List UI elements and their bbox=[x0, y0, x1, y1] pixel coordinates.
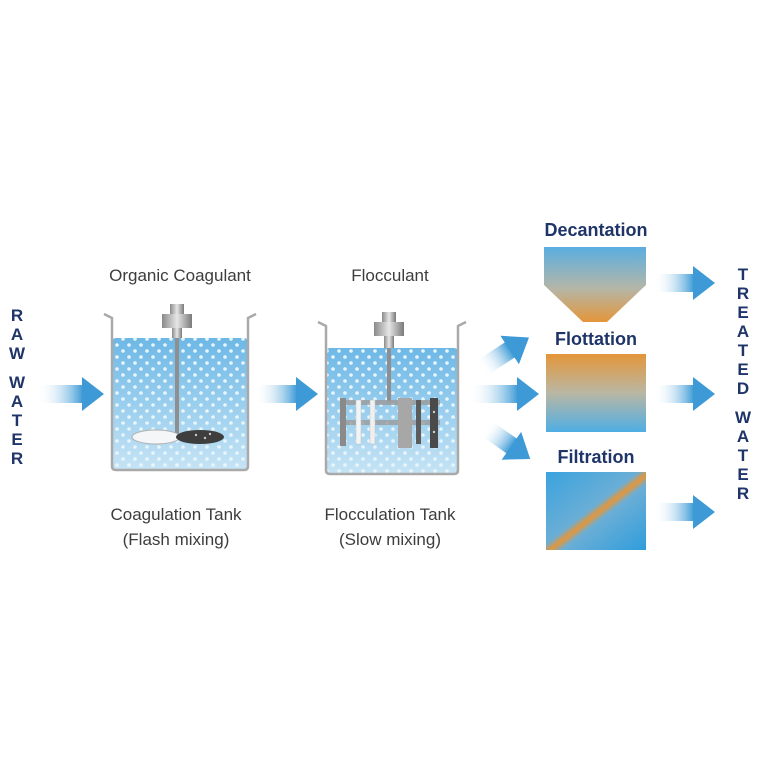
treated-letter: W bbox=[734, 408, 752, 427]
treated-letter: A bbox=[736, 322, 750, 341]
raw-letter: E bbox=[11, 430, 23, 449]
treated-letter: E bbox=[737, 360, 749, 379]
coagulation-tank-mode: (Flash mixing) bbox=[122, 530, 230, 549]
raw-letter: A bbox=[10, 325, 24, 344]
arrow-filtration-out bbox=[654, 495, 715, 529]
raw-letter: R bbox=[10, 449, 24, 468]
treated-water-label: T R E A T E D W A T E R bbox=[733, 265, 753, 503]
coagulation-tank bbox=[103, 304, 257, 472]
filtration-unit bbox=[546, 472, 646, 550]
treated-letter: E bbox=[737, 465, 749, 484]
arrow-decantation-out bbox=[654, 266, 715, 300]
flocculation-tank-name: Flocculation Tank bbox=[324, 505, 456, 524]
treated-letter: D bbox=[736, 379, 750, 398]
treated-letter: R bbox=[736, 484, 750, 503]
coagulant-label: Organic Coagulant bbox=[109, 266, 251, 285]
raw-letter: W bbox=[8, 373, 26, 392]
arrow-to-flottation bbox=[470, 377, 539, 411]
flocculation-tank bbox=[317, 312, 467, 476]
mixer-motor-2 bbox=[374, 312, 404, 348]
raw-water-label: R A W W A T E R bbox=[7, 306, 27, 468]
treated-letter: T bbox=[737, 265, 749, 284]
flocculant-label: Flocculant bbox=[351, 266, 429, 285]
arrow-raw-to-coagulation bbox=[38, 377, 104, 411]
arrow-to-filtration bbox=[480, 420, 531, 460]
arrow-flottation-out bbox=[654, 377, 715, 411]
raw-letter: T bbox=[11, 411, 23, 430]
decantation-title: Decantation bbox=[544, 220, 648, 240]
flottation-title: Flottation bbox=[555, 329, 637, 349]
treated-letter: R bbox=[736, 284, 750, 303]
decantation-unit bbox=[544, 247, 646, 322]
mixer-motor-1 bbox=[162, 304, 192, 338]
treated-letter: A bbox=[736, 427, 750, 446]
flash-mixing-paddle bbox=[131, 429, 224, 445]
filtration-title: Filtration bbox=[557, 447, 635, 467]
raw-letter: A bbox=[10, 392, 24, 411]
treated-letter: E bbox=[737, 303, 749, 322]
arrow-to-decantation bbox=[477, 335, 529, 376]
raw-letter: W bbox=[8, 344, 26, 363]
treated-letter: T bbox=[737, 341, 749, 360]
flocculation-tank-mode: (Slow mixing) bbox=[338, 530, 442, 549]
treated-letter: T bbox=[737, 446, 749, 465]
arrow-coagulation-to-flocculation bbox=[255, 377, 318, 411]
slow-mixing-paddle bbox=[340, 398, 440, 448]
coagulation-tank-name: Coagulation Tank bbox=[110, 505, 242, 524]
flottation-unit bbox=[546, 354, 646, 432]
raw-letter: R bbox=[10, 306, 24, 325]
